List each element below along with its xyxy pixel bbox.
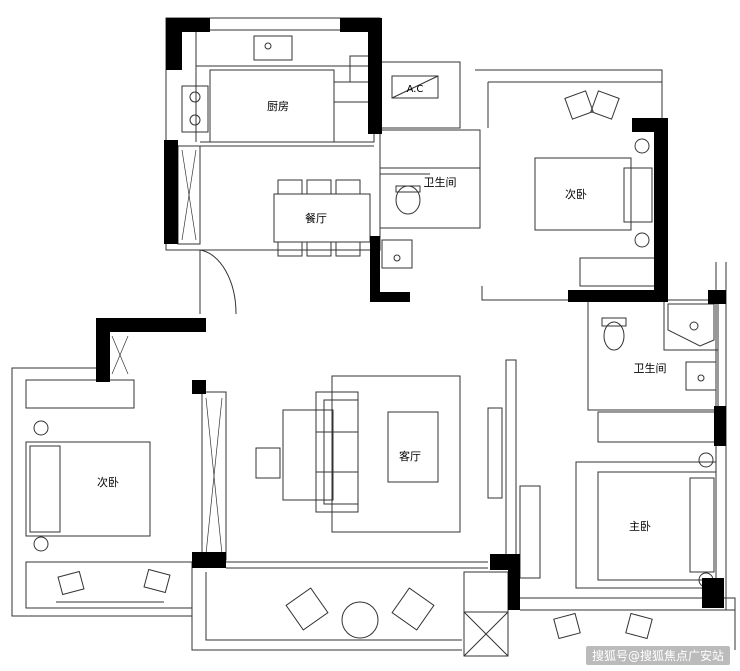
bedroom-ne-label: 次卧 — [565, 187, 587, 201]
living-room-label: 客厅 — [399, 449, 421, 463]
bathroom-top-label: 卫生间 — [424, 175, 457, 189]
watermark: 搜狐号@搜狐焦点广安站 — [585, 646, 730, 665]
bedroom-west-label: 次卧 — [97, 475, 119, 489]
ac-label: A.C — [407, 84, 424, 95]
bathroom-right-label: 卫生间 — [634, 361, 667, 375]
thin-outlines — [11, 17, 736, 657]
kitchen-label: 厨房 — [267, 100, 289, 113]
walls-black — [96, 18, 726, 610]
master-bedroom-label: 主卧 — [629, 520, 651, 533]
dining-label: 餐厅 — [305, 211, 327, 225]
wardrobe-hatching — [111, 149, 223, 555]
